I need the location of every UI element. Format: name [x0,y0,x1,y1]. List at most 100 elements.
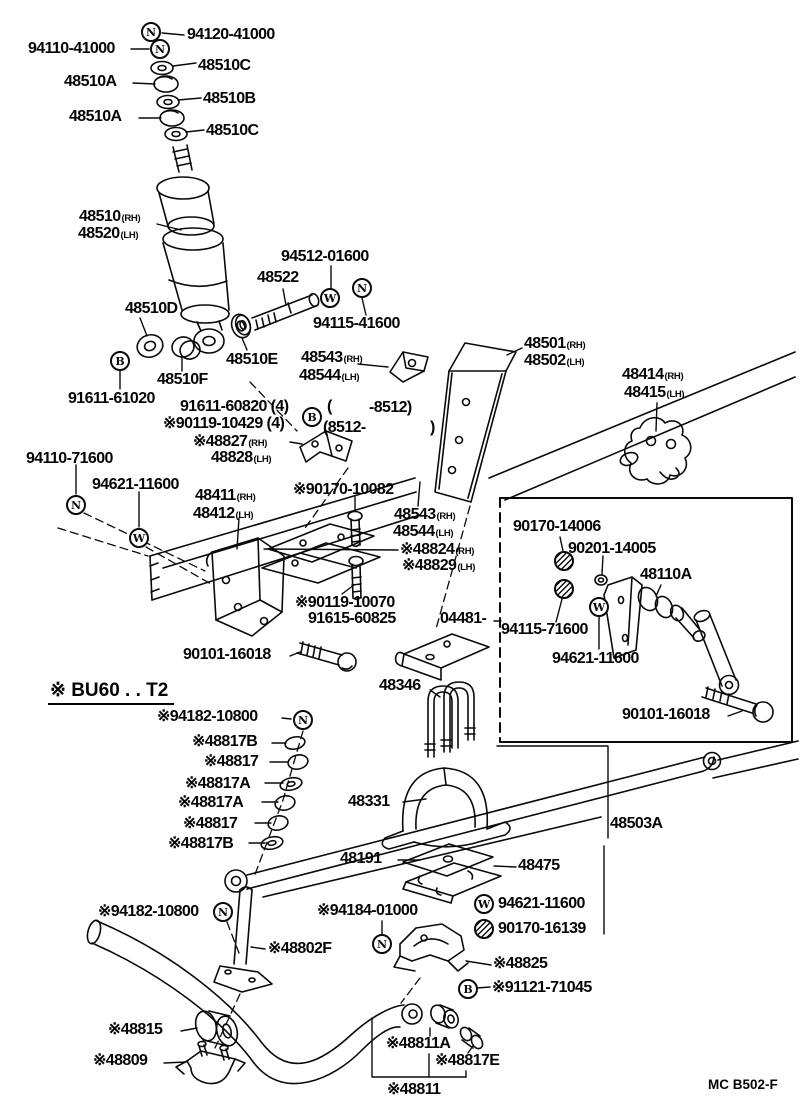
part-label-94621-11600: 94621-11600 [498,895,585,912]
part-label-48522: 48522 [257,269,299,286]
part-label-48414: 48414(RH) [622,366,684,383]
part-label-94182-10800: ※94182-10800 [157,708,258,725]
part-label-8512: -8512) [369,399,412,416]
part-label-94621-11600: 94621-11600 [92,476,179,493]
part-label-91121-71045: ※91121-71045 [492,979,592,996]
part-label-48510b: 48510B [203,90,256,107]
part-label-mark-24: ( [327,398,332,415]
bracket-48825 [393,923,469,972]
part-label-94512-01600: 94512-01600 [281,248,369,265]
part-label-91615-60825: 91615-60825 [308,610,396,627]
part-label-48825: ※48825 [493,955,548,972]
part-label-94115-41600: 94115-41600 [313,315,400,332]
leaf-spring-48503a [224,751,722,898]
symbol-n-icon: N [293,710,313,730]
part-label-94182-10800: ※94182-10800 [98,903,199,920]
hex-nut-icon [474,919,494,939]
symbol-n-icon: N [141,22,161,42]
part-label-48412: 48412(LH) [193,505,254,522]
part-label-48817a: ※48817A [178,794,244,811]
part-label-48817e: ※48817E [435,1052,500,1069]
bushings-48811a [430,1004,459,1029]
part-label-48510d: 48510D [125,300,178,317]
bump-stop-48331 [381,767,511,850]
part-label-90119-10070: ※90119-10070 [295,594,395,611]
part-label-94115-71600: 94115-71600 [501,621,588,638]
part-label-90101-16018: 90101-16018 [183,646,271,663]
symbol-n-icon: N [352,278,372,298]
symbol-b-icon: B [302,407,322,427]
part-label-90170-16139: 90170-16139 [498,920,586,937]
symbol-n-icon: N [213,902,233,922]
clamp-48809 [175,1040,246,1085]
part-label-48544: 48544(LH) [393,523,454,540]
symbol-w-icon: W [320,288,340,308]
part-label-48510a: 48510A [64,73,117,90]
hex-nut-icon [554,551,574,571]
symbol-n-icon: N [150,39,170,59]
leader-lines [75,32,743,1078]
part-label-48475: 48475 [518,857,560,874]
part-label-48809: ※48809 [93,1052,148,1069]
part-label-48802f: ※48802F [268,940,332,957]
part-label-90170-14006: 90170-14006 [513,518,601,535]
shock-mount-washer-stack [150,60,188,142]
catalog-code: MC B502-F [708,1077,778,1092]
part-label-90119-10429-4: ※90119-10429 (4) [163,415,285,432]
part-label-48510f: 48510F [157,371,208,388]
part-label-48501: 48501(RH) [524,335,586,352]
hex-nut-icon [554,579,574,599]
part-label-91611-61020: 91611-61020 [68,390,155,407]
plate-04481 [394,633,490,681]
bracket-48411 [205,537,285,637]
plate-48827 [299,430,353,463]
part-label-48510c: 48510C [198,57,251,74]
frame-rail-front [149,477,421,601]
part-label-48510e: 48510E [226,351,278,368]
bracket-48543-upper [389,351,429,383]
part-label-90101-16018: 90101-16018 [622,706,710,723]
part-label-48817: ※48817 [204,753,259,770]
part-label-48811: ※48811 [387,1081,441,1098]
symbol-b-icon: B [458,979,478,999]
part-label-48346: 48346 [379,677,421,694]
part-label-94184-01000: ※94184-01000 [317,902,418,919]
part-label-mark-27: ) [430,419,435,436]
part-label-94621-11600: 94621-11600 [552,650,639,667]
part-label-48815: ※48815 [108,1021,163,1038]
part-label-48510: 48510(RH) [79,208,141,225]
part-label-48503a: 48503A [610,815,663,832]
part-label-48817b: ※48817B [168,835,234,852]
bolt-90101-16018-front [296,641,357,672]
part-label-48827: ※48827(RH) [193,433,268,450]
part-label-48824: ※48824(RH) [400,541,475,558]
frame-rail-rear [488,351,799,779]
u-bolt-48346 [424,681,476,758]
part-label-48817: ※48817 [183,815,238,832]
part-label-48811a: ※48811A [386,1035,451,1052]
bolt-48522 [234,292,320,336]
part-label-91611-60820-4: 91611-60820 (4) [180,398,289,415]
bracket-48501 [434,342,517,503]
part-label-48828: 48828(LH) [211,449,272,466]
part-label-94110-41000: 94110-41000 [28,40,115,57]
part-label-8512: (8512- [323,419,366,436]
applicability-note: ※ BU60 . . T2 [48,681,175,705]
part-label-94110-71600: 94110-71600 [26,450,113,467]
symbol-b-icon: B [110,351,130,371]
symbol-n-icon: N [66,495,86,515]
part-label-48817a: ※48817A [185,775,251,792]
part-label-48543: 48543(RH) [394,506,456,523]
part-label-94120-41000: 94120-41000 [187,26,275,43]
part-label-48829: ※48829(LH) [402,557,476,574]
part-label-48411: 48411(RH) [195,487,256,504]
plate-48824 [261,542,381,584]
stabilizer-bar [86,919,423,1085]
bracket-48414 [619,416,692,485]
stabilizer-link-48802f [213,886,273,993]
part-label-90201-14005: 90201-14005 [568,540,656,557]
part-label-48510c: 48510C [206,122,259,139]
part-label-48520: 48520(LH) [78,225,139,242]
